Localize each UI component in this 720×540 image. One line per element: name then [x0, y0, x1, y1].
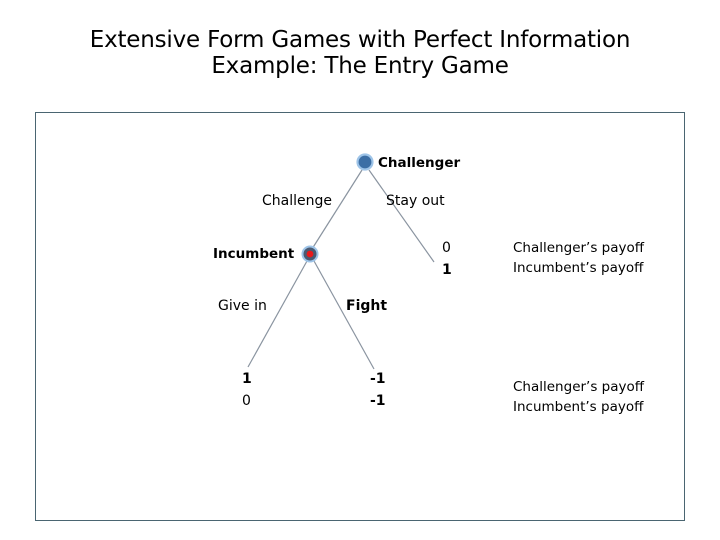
payoff-legend-upper: Challenger’s payoff Incumbent’s payoff — [513, 239, 644, 278]
legend-upper-line-2: Incumbent’s payoff — [513, 259, 644, 276]
legend-lower-line-2: Incumbent’s payoff — [513, 398, 644, 415]
node-label-incumbent: Incumbent — [213, 246, 295, 262]
legend-upper-line-1: Challenger’s payoff — [513, 240, 645, 256]
payoff-legend-lower: Challenger’s payoff Incumbent’s payoff — [513, 378, 644, 417]
edge-label-give-in: Give in — [218, 298, 267, 314]
edge-label-stay-out: Stay out — [386, 193, 445, 209]
payoff-fight-challenger: -1 — [370, 371, 386, 387]
content-frame — [35, 112, 685, 521]
payoff-givein-challenger: 1 — [242, 371, 252, 387]
payoff-stayout-challenger: 0 — [442, 240, 451, 256]
payoff-givein-incumbent: 0 — [242, 393, 251, 409]
edge-label-challenge: Challenge — [262, 193, 332, 209]
title-line-1: Extensive Form Games with Perfect Inform… — [89, 27, 631, 53]
title-line-2: Example: The Entry Game — [211, 52, 509, 79]
payoff-stayout-incumbent: 1 — [442, 262, 452, 278]
node-label-challenger: Challenger — [378, 155, 461, 171]
page-title: Extensive Form Games with Perfect Inform… — [0, 27, 720, 80]
edge-label-fight: Fight — [346, 298, 388, 314]
legend-lower-line-1: Challenger’s payoff — [513, 379, 645, 395]
payoff-fight-incumbent: -1 — [370, 393, 386, 409]
